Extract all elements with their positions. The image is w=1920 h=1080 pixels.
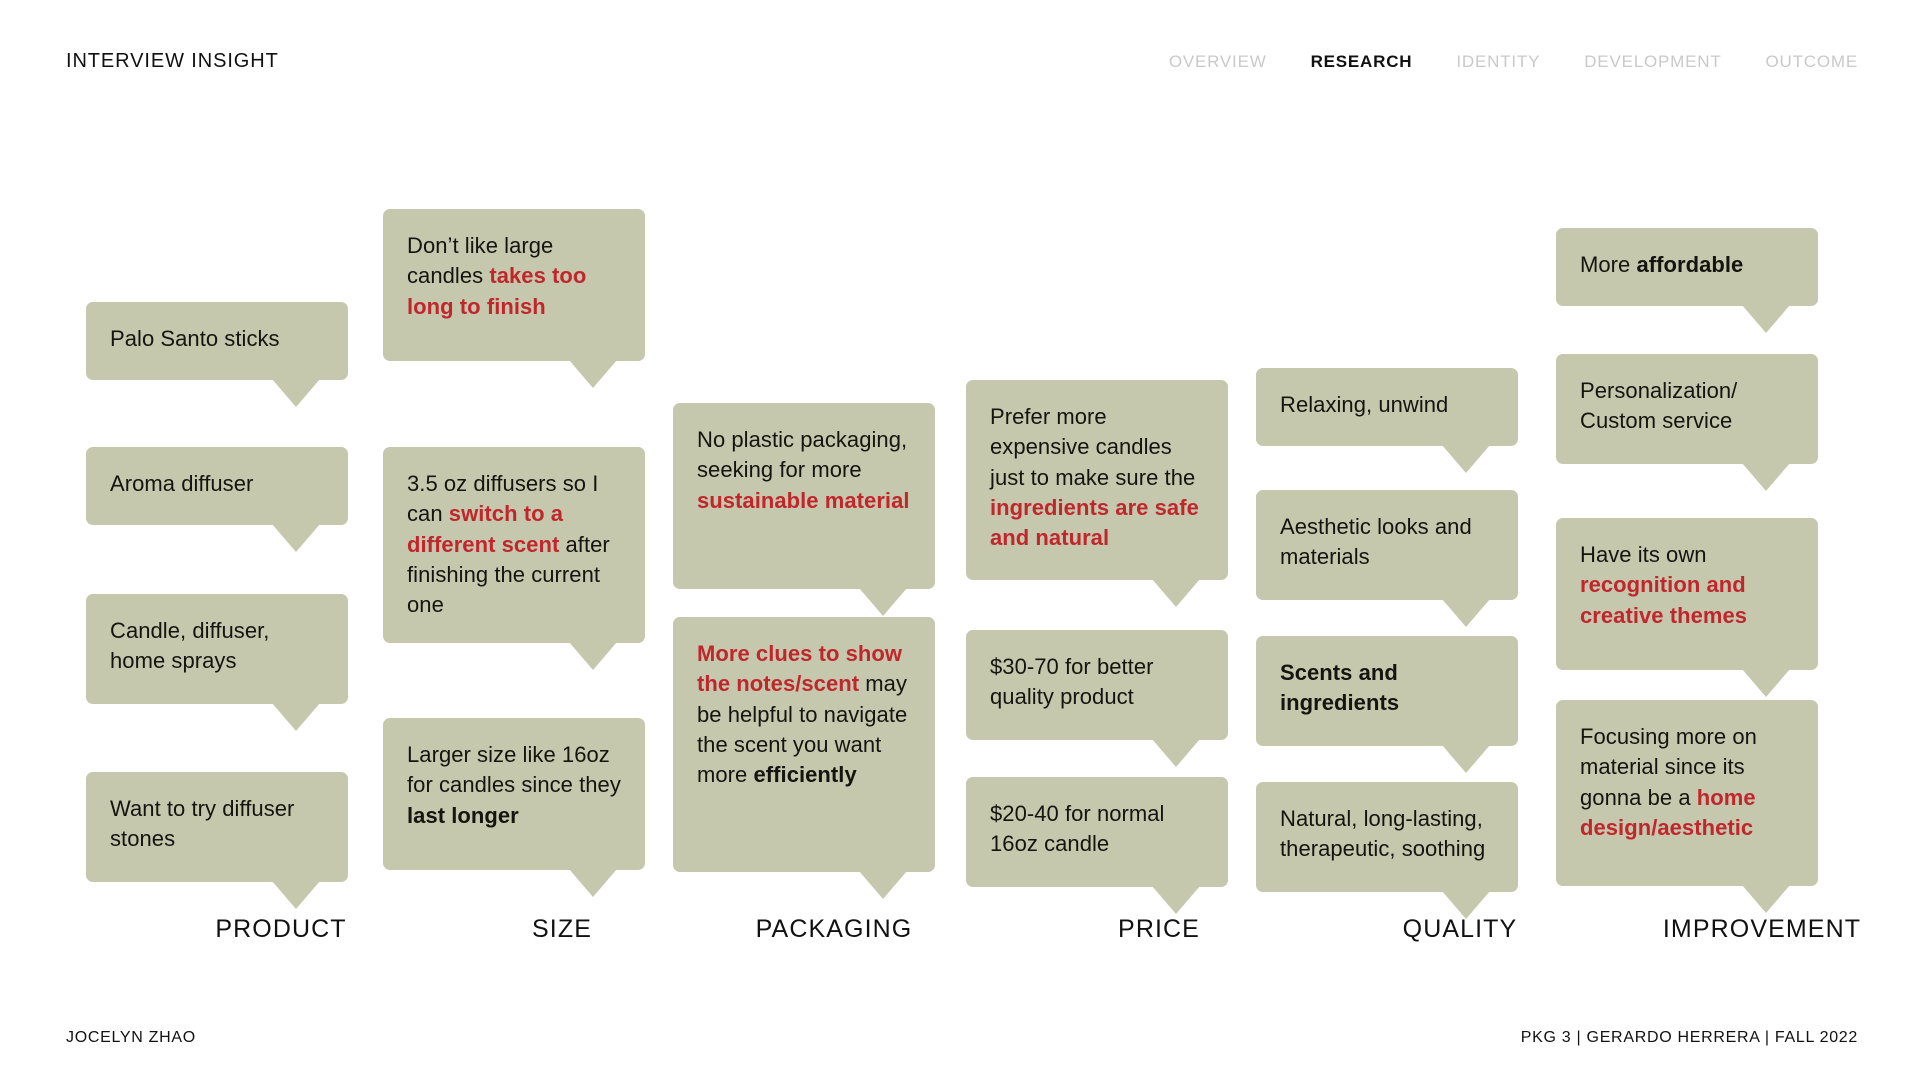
speech-bubble-tail-icon — [1742, 885, 1790, 913]
highlighted-phrase: More clues to show the notes/scent — [697, 641, 903, 697]
nav-item-research[interactable]: RESEARCH — [1310, 52, 1413, 71]
column-label-product: PRODUCT — [215, 915, 347, 943]
insight-bubble-product-1[interactable]: Palo Santo sticks — [86, 302, 348, 407]
insight-bubble-size-3[interactable]: Larger size like 16oz for candles since … — [383, 718, 645, 897]
insight-bubble-product-4[interactable]: Want to try diffuser stones — [86, 772, 348, 909]
insight-bubble-quality-2[interactable]: Aesthetic looks and materials — [1256, 490, 1518, 627]
highlighted-phrase: home design/aesthetic — [1580, 784, 1756, 841]
insight-bubble-packaging-1[interactable]: No plastic packaging, seeking for more s… — [673, 403, 935, 616]
bubble-text: Aroma diffuser — [110, 471, 254, 496]
speech-bubble-tail-icon — [1442, 445, 1490, 473]
highlighted-phrase: ingredients are safe and natural — [990, 495, 1199, 551]
speech-bubble-tail-icon — [1742, 305, 1790, 333]
page-title: INTERVIEW INSIGHT — [66, 50, 279, 72]
speech-bubble-tail-icon — [1442, 745, 1490, 773]
insight-bubble-product-3[interactable]: Candle, diffuser, home sprays — [86, 594, 348, 731]
speech-bubble-tail-icon — [272, 379, 320, 407]
insight-bubble-quality-3[interactable]: Scents and ingredients — [1256, 636, 1518, 773]
bubble-text: Aesthetic looks and materials — [1280, 514, 1472, 570]
column-label-packaging: PACKAGING — [755, 915, 913, 943]
highlighted-phrase: switch to a different scent — [407, 501, 564, 557]
bubble-text: More affordable — [1580, 252, 1744, 277]
highlighted-phrase: recognition and creative themes — [1580, 572, 1748, 628]
bubble-text: Have its own recognition and creative th… — [1580, 542, 1748, 628]
bubble-text: Larger size like 16oz for candles since … — [407, 742, 621, 828]
nav-item-identity[interactable]: IDENTITY — [1456, 52, 1541, 71]
insight-bubble-quality-1[interactable]: Relaxing, unwind — [1256, 368, 1518, 473]
bubble-text: Scents and ingredients — [1280, 660, 1399, 715]
emphasized-phrase: affordable — [1636, 252, 1744, 277]
speech-bubble-tail-icon — [1442, 599, 1490, 627]
speech-bubble-tail-icon — [1152, 886, 1200, 914]
speech-bubble-tail-icon — [569, 641, 617, 670]
nav-item-overview[interactable]: OVERVIEW — [1168, 52, 1267, 71]
speech-bubble-tail-icon — [569, 869, 617, 897]
bubble-text: No plastic packaging, seeking for more s… — [697, 427, 910, 513]
bubble-text: Want to try diffuser stones — [110, 796, 295, 852]
insight-bubble-improvement-2[interactable]: Personalization/ Custom service — [1556, 354, 1818, 491]
speech-bubble-tail-icon — [1442, 891, 1490, 919]
insight-bubble-price-2[interactable]: $30-70 for better quality product — [966, 630, 1228, 767]
speech-bubble-tail-icon — [272, 524, 320, 552]
bubble-text: Candle, diffuser, home sprays — [110, 618, 270, 674]
speech-bubble-tail-icon — [1152, 739, 1200, 767]
top-navigation: OVERVIEW RESEARCH IDENTITY DEVELOPMENT OUTCO… — [1169, 52, 1858, 72]
insight-bubble-size-1[interactable]: Don’t like large candles takes too long … — [383, 209, 645, 388]
column-label-price: PRICE — [1118, 915, 1200, 943]
bubble-text: Personalization/ Custom service — [1580, 378, 1738, 434]
footer-author: JOCELYN ZHAO — [66, 1029, 196, 1046]
insight-bubble-product-2[interactable]: Aroma diffuser — [86, 447, 348, 552]
bubble-text: Prefer more expensive candles just to ma… — [990, 404, 1199, 551]
insight-bubble-size-2[interactable]: 3.5 oz diffusers so I can switch to a di… — [383, 447, 645, 670]
emphasized-phrase: last longer — [407, 802, 519, 828]
speech-bubble-tail-icon — [1742, 669, 1790, 697]
nav-item-development[interactable]: DEVELOPMENT — [1584, 52, 1722, 71]
insight-bubble-improvement-1[interactable]: More affordable — [1556, 228, 1818, 333]
bubble-text: Focusing more on material since its gonn… — [1580, 724, 1757, 841]
bubble-text: Palo Santo sticks — [110, 326, 280, 351]
bubble-text: $30-70 for better quality product — [990, 654, 1154, 710]
bubble-text: Don’t like large candles takes too long … — [407, 233, 587, 319]
bubble-text: Natural, long-lasting, therapeutic, soot… — [1280, 806, 1486, 862]
insight-bubble-packaging-2[interactable]: More clues to show the notes/scent may b… — [673, 617, 935, 899]
bubble-text: $20-40 for normal 16oz candle — [990, 801, 1165, 857]
insight-bubble-improvement-4[interactable]: Focusing more on material since its gonn… — [1556, 700, 1818, 913]
highlighted-phrase: sustainable material — [697, 487, 910, 513]
speech-bubble-tail-icon — [1152, 579, 1200, 607]
nav-item-outcome[interactable]: OUTCOME — [1765, 52, 1858, 71]
column-label-quality: QUALITY — [1402, 915, 1518, 943]
speech-bubble-tail-icon — [859, 588, 907, 616]
speech-bubble-tail-icon — [1742, 463, 1790, 491]
column-label-size: SIZE — [532, 915, 592, 943]
column-label-improvement: IMPROVEMENT — [1662, 915, 1862, 943]
highlighted-phrase: takes too long to finish — [407, 263, 587, 319]
slide-header: INTERVIEW INSIGHT OVERVIEW RESEARCH IDENTI… — [0, 0, 1920, 110]
bubble-text: Relaxing, unwind — [1280, 392, 1449, 417]
speech-bubble-tail-icon — [859, 871, 907, 899]
insight-bubble-improvement-3[interactable]: Have its own recognition and creative th… — [1556, 518, 1818, 697]
bubble-text: More clues to show the notes/scent may b… — [697, 641, 908, 788]
footer-course-info: PKG 3 | GERARDO HERRERA | FALL 2022 — [1520, 1029, 1858, 1046]
speech-bubble-tail-icon — [272, 881, 320, 909]
speech-bubble-tail-icon — [569, 360, 617, 388]
emphasized-phrase: efficiently — [753, 762, 857, 788]
insight-bubble-price-1[interactable]: Prefer more expensive candles just to ma… — [966, 380, 1228, 607]
speech-bubble-tail-icon — [272, 703, 320, 731]
emphasized-phrase: Scents and ingredients — [1280, 660, 1400, 716]
insight-bubble-price-3[interactable]: $20-40 for normal 16oz candle — [966, 777, 1228, 914]
bubble-text: 3.5 oz diffusers so I can switch to a di… — [407, 471, 610, 618]
insight-bubble-quality-4[interactable]: Natural, long-lasting, therapeutic, soot… — [1256, 782, 1518, 919]
